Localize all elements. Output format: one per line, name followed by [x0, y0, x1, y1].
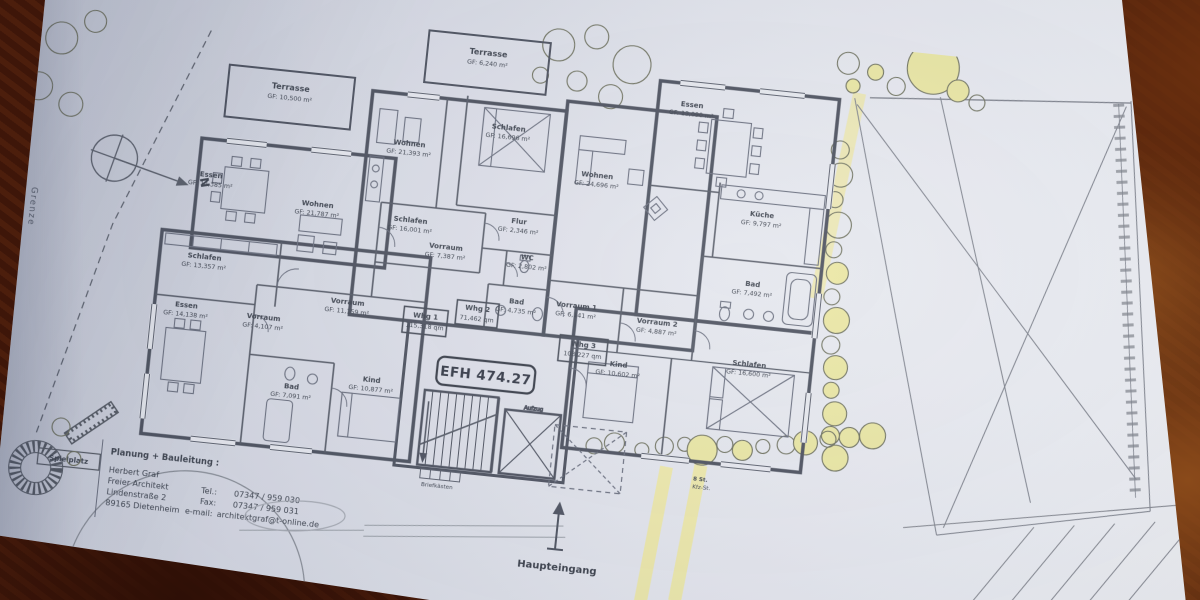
fax-label: Fax:: [200, 497, 217, 508]
room-area: GF: 16,600 m²: [726, 368, 772, 380]
room-area: GF: 7,387 m²: [424, 251, 466, 262]
svg-text:71,462 qm: 71,462 qm: [459, 314, 494, 325]
room-label: Bad: [745, 280, 761, 290]
elevator-label: Aufzug: [524, 405, 544, 413]
room-area: GF: 14,138 m²: [163, 309, 209, 321]
parking-bays-bottom-right: [903, 503, 1186, 600]
city: 89165 Dietenheim: [105, 498, 180, 515]
room-label: Wohnen: [393, 138, 426, 149]
entrance-arrow: [546, 501, 565, 552]
room-area: GF: 24,696 m²: [574, 179, 620, 191]
apartment-2-box: Whg 2 71,462 qm: [454, 298, 501, 329]
pen-circle-mark: [244, 500, 346, 532]
room-area: GF: 6,141 m²: [555, 310, 597, 321]
room-label: Flur: [511, 217, 528, 227]
room-area: GF: 13,357 m²: [181, 261, 227, 273]
svg-text:8 St.: 8 St.: [693, 476, 708, 484]
room-label: Schlafen: [491, 122, 526, 134]
room-label: Vorraum: [429, 242, 463, 253]
room-label: Bad: [509, 297, 525, 307]
furniture: [159, 106, 827, 444]
room-label: Terrasse: [271, 81, 310, 94]
room-label: Essen: [199, 170, 223, 180]
room-area: GF: 6,240 m²: [467, 58, 509, 69]
parking-count-label: 8 St. Kfz-St.: [692, 476, 711, 492]
room-area: GF: 10,877 m²: [348, 384, 394, 396]
north-label: N: [197, 176, 212, 188]
room-label: Küche: [750, 210, 775, 221]
room-area: GF: 2,802 m²: [506, 262, 548, 273]
room-label: Schlafen: [732, 359, 767, 371]
room-area: GF: 10,500 m²: [267, 93, 313, 105]
room-area: GF: 11,159 m²: [324, 306, 370, 318]
room-area: GF: 10,602 m²: [595, 369, 641, 381]
total-area-box: EFH 474.27: [435, 355, 537, 395]
room-area: GF: 14,385 m²: [188, 179, 234, 191]
room-label: Kind: [362, 375, 381, 385]
room-label: Schlafen: [393, 215, 428, 227]
apartment-1-box: Whg 1 115,318 qm: [401, 305, 450, 338]
highlighter-marks: [633, 91, 867, 600]
room-label: Vorraum: [246, 312, 280, 323]
email-label: e-mail:: [184, 506, 212, 518]
playground-area: Spielplatz: [8, 400, 120, 496]
room-area: GF: 2,346 m²: [497, 226, 539, 237]
site-boundary: [35, 30, 212, 433]
room-label: Kind: [609, 360, 628, 370]
windows: [138, 79, 837, 473]
svg-text:115,318 qm: 115,318 qm: [405, 321, 444, 332]
room-area: GF: 21,393 m²: [386, 148, 432, 160]
svg-text:103,227 qm: 103,227 qm: [563, 350, 602, 361]
room-area: GF: 7,492 m²: [731, 288, 773, 299]
dashed-court: [547, 423, 628, 495]
room-area: GF: 9,797 m²: [740, 219, 782, 230]
title-block: Planung + Bauleitung : Herbert Graf Frei…: [94, 439, 346, 532]
room-area: GF: 4,887 m²: [636, 327, 678, 338]
room-label: Vorraum: [330, 297, 364, 308]
main-entrance-label: Haupteingang: [517, 558, 597, 577]
mailbox-label: Briefkästen: [421, 482, 454, 491]
compass: N: [90, 134, 212, 189]
room-label: Essen: [680, 100, 704, 110]
mailboxes: Briefkästen: [419, 468, 461, 491]
room-area: GF: 21,787 m²: [294, 208, 340, 220]
room-label: WC: [520, 253, 534, 262]
svg-text:Kfz-St.: Kfz-St.: [692, 484, 711, 492]
driveway-parking-area: [854, 97, 1151, 536]
room-label: Bad: [284, 382, 300, 392]
tel-label: Tel.:: [200, 486, 218, 497]
elevator: Aufzug: [497, 405, 563, 481]
room-label: Schlafen: [187, 251, 222, 263]
room-label: Essen: [175, 300, 199, 310]
room-label: Terrasse: [469, 47, 508, 60]
staircase: [415, 388, 500, 474]
svg-text:Whg 2: Whg 2: [465, 304, 491, 315]
room-labels: Terrasse GF: 10,500 m² Terrasse GF: 6,24…: [163, 47, 782, 402]
room-area: GF: 16,001 m²: [387, 224, 433, 236]
svg-text:Whg 1: Whg 1: [413, 311, 439, 322]
boundary-label: Grenze: [25, 186, 39, 226]
room-area: GF: 13,090 m²: [668, 109, 714, 121]
room-label: Wohnen: [581, 170, 614, 181]
room-area: GF: 4,735 m²: [495, 306, 537, 317]
room-area: GF: 16,696 m²: [485, 132, 531, 144]
room-label: Wohnen: [301, 199, 334, 210]
apartment-3-box: Whg 3 103,227 qm: [556, 333, 609, 367]
room-area: GF: 7,091 m²: [270, 391, 312, 402]
svg-text:Whg 3: Whg 3: [571, 340, 597, 351]
title-heading: Planung + Bauleitung :: [110, 446, 219, 467]
room-area: GF: 4,107 m²: [242, 321, 284, 332]
